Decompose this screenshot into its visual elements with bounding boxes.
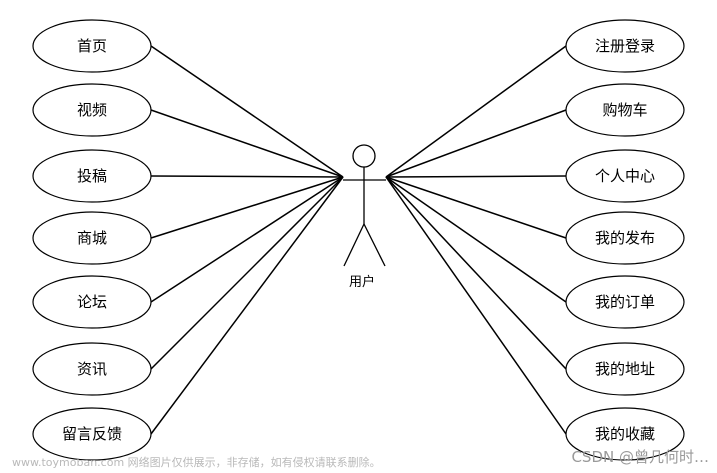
use-case-label: 我的地址 <box>595 360 655 378</box>
use-case-label: 我的收藏 <box>595 425 655 443</box>
actor-head <box>352 144 376 168</box>
association-line <box>150 176 344 303</box>
association-lines <box>150 45 567 435</box>
association-line <box>150 175 344 178</box>
actor-left-leg <box>343 223 365 267</box>
use-case-label: 首页 <box>77 37 107 55</box>
use-case-label: 我的订单 <box>595 293 655 311</box>
use-case-ellipse <box>32 407 152 461</box>
use-case-label: 论坛 <box>77 293 107 311</box>
use-case-ellipse <box>565 211 685 265</box>
use-case-label: 购物车 <box>602 101 647 119</box>
actor-figure: 用户 <box>343 144 386 290</box>
association-line <box>385 176 567 435</box>
association-line <box>150 176 344 435</box>
use-case-ellipse <box>32 83 152 137</box>
actor-right-leg <box>363 223 386 267</box>
use-case-label: 资讯 <box>77 360 107 378</box>
association-line <box>385 109 567 178</box>
use-case-ellipse <box>32 342 152 396</box>
actor-label: 用户 <box>349 274 375 290</box>
watermark-right: CSDN @曾几何时… <box>571 448 709 466</box>
association-line <box>150 109 344 178</box>
use-case-label: 投稿 <box>77 167 107 185</box>
association-line <box>385 176 567 303</box>
use-case-ellipse <box>32 275 152 329</box>
use-case-ellipse <box>565 149 685 203</box>
use-case-label: 留言反馈 <box>62 425 122 443</box>
association-line <box>385 45 567 178</box>
use-case-ellipse <box>565 407 685 461</box>
association-line <box>150 176 344 239</box>
use-case-ellipse <box>32 19 152 73</box>
use-case-label: 商城 <box>77 229 107 247</box>
use-case-label: 视频 <box>77 101 107 119</box>
use-case-label: 我的发布 <box>595 229 655 247</box>
use-case-ellipse <box>32 211 152 265</box>
association-line <box>150 45 344 178</box>
association-line <box>385 176 567 370</box>
association-line <box>150 176 344 370</box>
use-case-ellipse <box>565 83 685 137</box>
use-case-ellipse <box>565 342 685 396</box>
use-case-label: 注册登录 <box>595 37 655 55</box>
use-case-label: 个人中心 <box>595 167 655 185</box>
association-line <box>385 176 567 239</box>
use-case-ellipse <box>565 275 685 329</box>
watermark-left: www.toymoban.com 网络图片仅供展示，非存储，如有侵权请联系删除。 <box>12 456 381 469</box>
use-case-ellipse <box>565 19 685 73</box>
use-case-ellipse <box>32 149 152 203</box>
association-line <box>385 175 567 178</box>
